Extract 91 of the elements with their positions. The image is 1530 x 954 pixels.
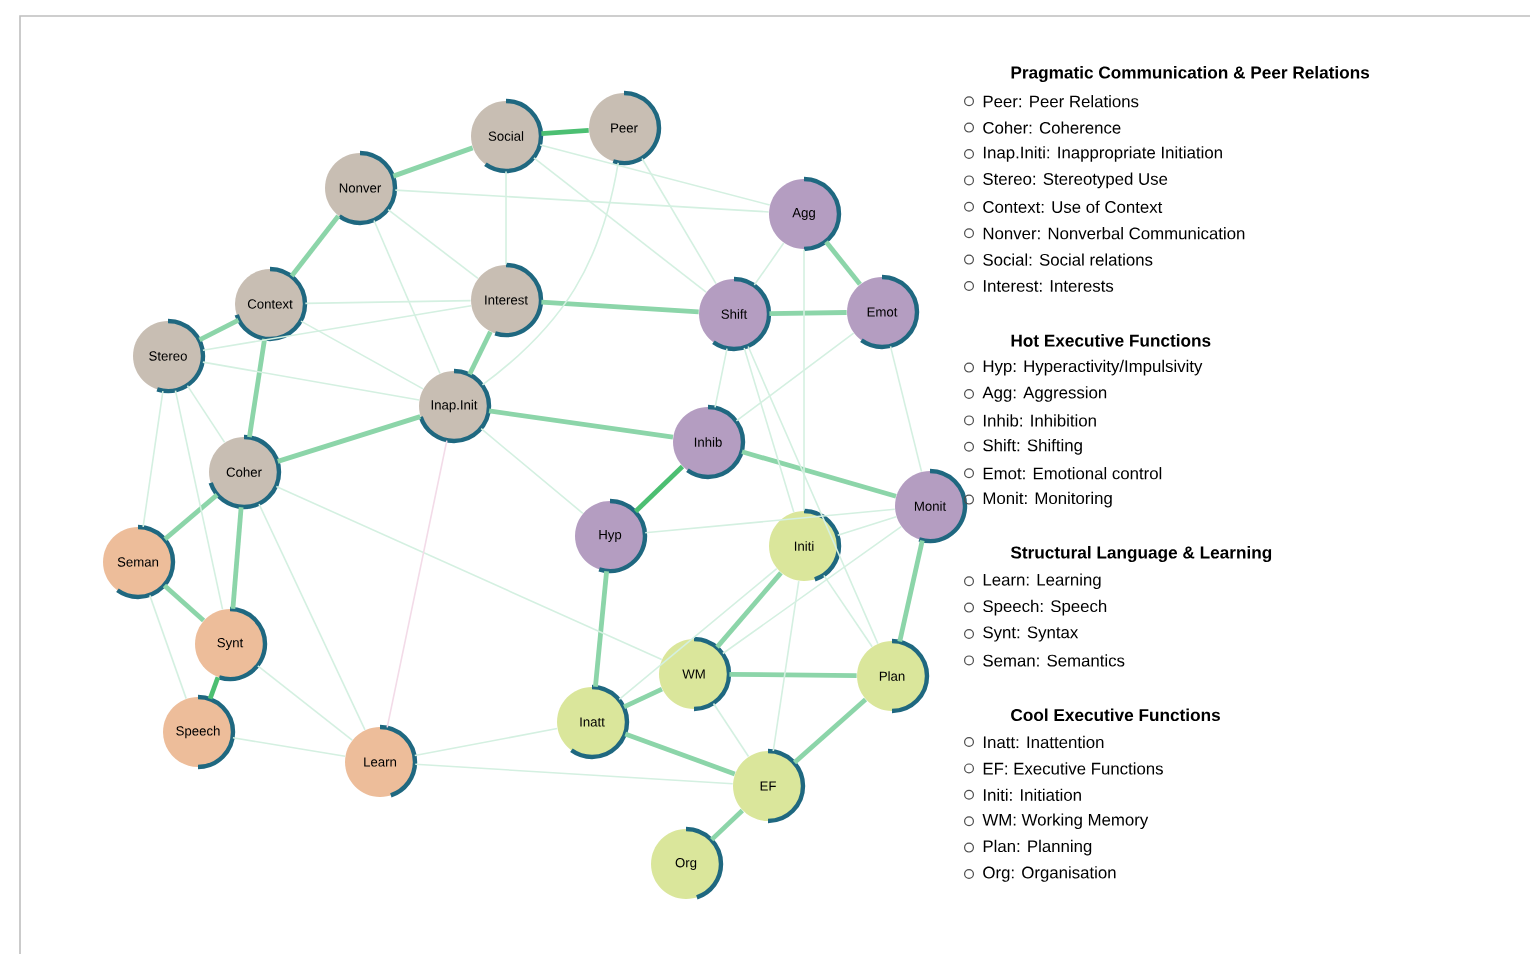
legend-entry: Monit: Monitoring [964,491,1112,508]
legend-entry: Inatt: Inattention [964,735,1104,749]
legend-heading: Structural Language & Learning [1010,545,1272,563]
network-edge [394,189,770,213]
network-edge [735,332,855,422]
network-edge [304,299,472,305]
legend-entry: WM: Working Memory [964,813,1149,830]
network-edge [715,571,783,649]
network-edge [387,208,479,280]
network-edge [480,427,584,515]
network-edge [741,449,897,499]
network-edge [593,571,609,687]
network-edge [247,338,267,438]
legend-entry: Org: Organisation [964,866,1116,882]
network-edge [747,345,879,645]
legend-entry: Speech: Speech [964,599,1107,616]
network-edge [163,493,219,541]
network-edge [275,485,663,661]
network-edge [897,540,925,642]
legend-entry: Seman: Semantics [964,654,1125,667]
network-edge [618,567,778,701]
legend-entry: Social: Social relations [964,253,1153,266]
legend-entry: Shift: Shifting [964,439,1082,455]
network-edge [633,464,685,514]
network-edge [836,515,898,537]
network-edge [505,170,507,266]
network-edge [392,145,474,179]
network-edge [541,299,699,315]
network-edge [414,763,734,785]
network-edge [488,408,674,440]
network-edge [149,594,187,700]
legend-entry: Nonver: Nonverbal Communication [964,227,1245,240]
legend-entry: Hyp: Hyperactivity/Impulsivity [964,359,1203,376]
network-edge [174,389,224,611]
legend-entry: Context: Use of Context [964,200,1163,213]
network-edge [142,390,164,528]
network-edge [641,157,717,285]
network-edge [232,736,346,758]
network-edge [162,583,206,623]
legend-entry: Peer: Peer Relations [964,95,1139,108]
network-edge [467,330,493,376]
network-edge [824,240,862,286]
network-edge [373,219,441,375]
network-edge [202,305,472,352]
network-edge [624,731,736,777]
network-edge [769,310,847,316]
network-edge [207,676,221,700]
legend-entry: Agg: Aggression [964,386,1107,402]
network-edge [644,508,896,534]
network-edge [712,702,750,758]
network-edge [277,414,421,464]
legend-entry: Inhib: Inhibition [964,414,1096,427]
legend-entry: Emot: Emotional control [964,467,1162,480]
network-edge [722,525,902,655]
legend-entry: Inap.Initi: Inappropriate Initiation [964,146,1222,162]
network-edge [198,317,240,343]
network-edge [202,361,420,401]
network-edge [714,347,728,409]
network-edge [186,384,226,444]
network-edge [414,727,559,757]
network-edge [803,248,805,512]
network-edge [753,242,785,286]
network-edge [539,144,771,206]
legend-entry: Interest: Interests [964,280,1114,292]
network-edge [386,439,448,729]
network-edge [230,507,244,609]
network-edge [481,162,619,386]
network-edge [289,214,341,278]
network-edge [823,574,873,648]
network-edge [257,665,353,741]
legend-entry: Coher: Coherence [964,121,1121,134]
network-edge [772,580,800,752]
legend-heading: Pragmatic Communication & Peer Relations [1011,65,1370,83]
legend-entry: Synt: Syntax [964,626,1079,642]
network-edge [710,808,744,842]
network-edge [300,320,424,390]
legend-entry: Initi: Initiation [964,788,1081,801]
legend-heading: Cool Executive Functions [1011,708,1220,722]
legend-entry: Plan: Planning [964,839,1092,856]
network-edge [258,503,366,731]
network-edge [889,345,923,473]
network-edge [533,157,707,294]
legend-entry: Learn: Learning [964,573,1101,590]
network-edge [623,686,663,710]
legend-entry: EF: Executive Functions [964,762,1163,775]
legend-heading: Hot Executive Functions [1011,334,1211,347]
network-edge [792,697,868,765]
network-edge [541,128,589,136]
legend-entry: Stereo: Stereotyped Use [964,172,1168,189]
network-edge [743,347,795,513]
network-edge [729,671,857,679]
